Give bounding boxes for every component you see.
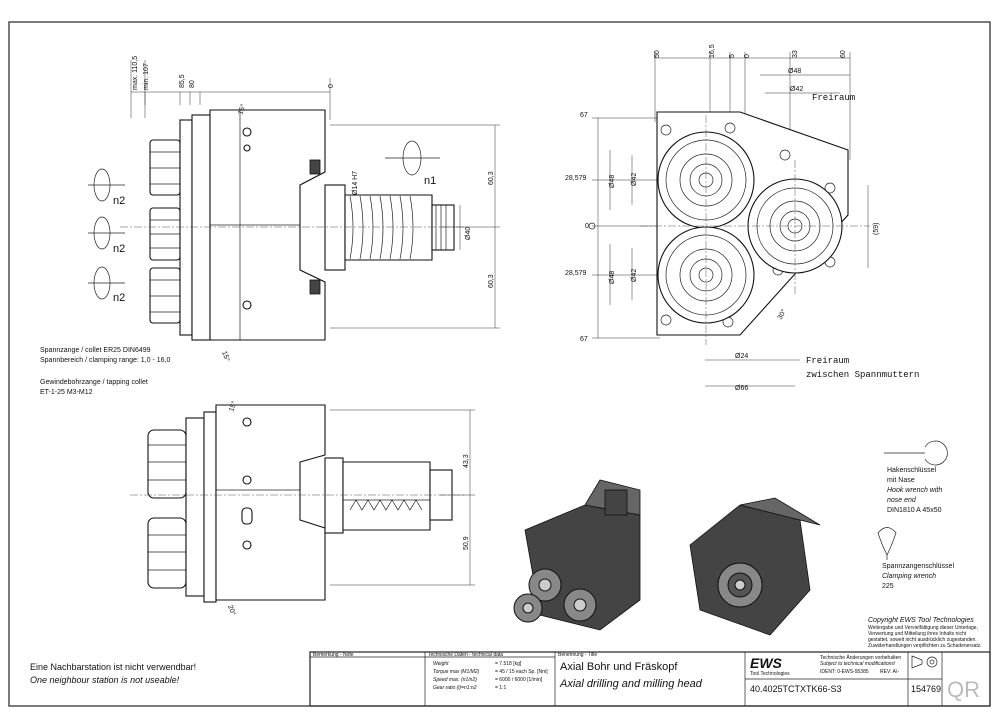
tapping-line-1: Gewindebohrzange / tapping collet xyxy=(40,379,148,386)
qr-mark: QR xyxy=(947,677,980,702)
dim-509: 50,9 xyxy=(463,536,470,550)
torque-key: Torque max (M1/M2) xyxy=(433,669,480,675)
dim-603-a: 60,3 xyxy=(488,171,495,185)
front-dim-d66: Ø66 xyxy=(735,385,748,392)
title-de: Axial Bohr und Fräskopf xyxy=(560,661,678,673)
clamping-wrench-icon xyxy=(877,527,897,560)
copyright-title: Copyright EWS Tool Technologies xyxy=(868,617,974,624)
front-dim-d42-b: Ø42 xyxy=(631,269,638,282)
render-front-3d xyxy=(513,479,641,631)
angle-15-view2: 15° xyxy=(227,400,238,413)
front-dim-33: 33 xyxy=(792,50,799,58)
dim-h7: Ø14 H7 xyxy=(352,171,359,195)
dim-0: 0 xyxy=(328,84,335,88)
front-dim-0-left: 0 xyxy=(585,223,589,230)
dim-min: min. 107 xyxy=(143,63,150,90)
title-en: Axial drilling and milling head xyxy=(559,678,703,690)
angle-20-view2: 20° xyxy=(226,604,237,617)
bottom-view: 43,3 50,9 15° 20° xyxy=(130,400,475,617)
front-dim-67-a: 67 xyxy=(580,112,588,119)
front-dim-59: (59) xyxy=(873,223,880,235)
front-freiraum-top: Freiraum xyxy=(812,93,855,103)
copyright-line-4: Zuwiderhandlungen verpflichten zu Schade… xyxy=(868,643,982,649)
label-n2-a: n2 xyxy=(113,195,125,207)
freiraum-line-1: Freiraum xyxy=(806,356,849,366)
changes-de: Technische Änderungen vorbehalten xyxy=(820,654,901,661)
front-angle-30: 30° xyxy=(776,308,788,321)
weight-value: = 7.518 [kg] xyxy=(495,661,522,667)
projection-symbol-icon xyxy=(911,655,938,669)
angle-15-top: 15° xyxy=(236,103,247,116)
front-dim-28-b: 28,579 xyxy=(565,270,587,277)
front-dim-d42-top: Ø42 xyxy=(790,86,803,93)
revision: REV: A/- xyxy=(880,669,899,675)
copyright-line-3: gestattet, soweit nicht ausdrücklich zug… xyxy=(868,637,977,643)
gear-value: = 1:1 xyxy=(495,685,506,691)
dim-433: 43,3 xyxy=(463,454,470,468)
speed-value: = 6000 / 6000 [1/min] xyxy=(495,677,543,683)
front-view: 50 16,5 5 0 33 60 Ø48 Ø42 Freiraum 67 28… xyxy=(565,44,919,392)
label-n2-c: n2 xyxy=(113,292,125,304)
dim-d40: Ø40 xyxy=(465,227,472,240)
ident: IDENT: 0-EWS-95385 xyxy=(820,669,869,675)
torque-value: = 45 / 15 each Sp. [Nm] xyxy=(495,669,548,675)
remark-header: Bemerkung - Note xyxy=(313,652,354,658)
front-dim-50: 50 xyxy=(654,50,661,58)
front-dim-5: 5 xyxy=(729,54,736,58)
label-n1: n1 xyxy=(424,175,436,187)
freiraum-line-2: zwischen Spannmuttern xyxy=(806,370,919,380)
copyright-line-2: Verwertung und Mitteilung ihres Inhalts … xyxy=(868,631,967,637)
label-n2-b: n2 xyxy=(113,243,125,255)
front-dim-165: 16,5 xyxy=(709,44,716,58)
render-rear-3d xyxy=(689,497,821,636)
hook-de-2: mit Nase xyxy=(887,477,915,484)
tapping-line-2: ET-1-25 M3-M12 xyxy=(40,389,93,396)
dim-80: 80 xyxy=(189,80,196,88)
collet-line-2: Spannbereich / clamping range: 1,0 - 16,… xyxy=(40,357,170,364)
hook-wrench-icon xyxy=(884,440,948,466)
warning-de: Eine Nachbarstation ist nicht verwendbar… xyxy=(30,662,196,672)
weight-key: Weight xyxy=(433,661,449,667)
speed-key: Speed max. (n1/n2) xyxy=(433,677,477,683)
gear-key: Gear ratio (i)=n1:n2 xyxy=(433,685,477,691)
front-dim-d48-top: Ø48 xyxy=(788,68,801,75)
front-dim-d42-a: Ø42 xyxy=(631,173,638,186)
front-dim-d24: Ø24 xyxy=(735,353,748,360)
clamp-de: Spannzangenschlüssel xyxy=(882,563,954,570)
hook-en-1: Hook wrench with xyxy=(887,487,942,494)
front-dim-28-a: 28,579 xyxy=(565,175,587,182)
title-block xyxy=(309,651,991,707)
drawing-number: 154769 xyxy=(911,684,941,694)
front-dim-d48-b: Ø48 xyxy=(609,271,616,284)
front-dim-d48-a: Ø48 xyxy=(609,175,616,188)
warning-en: One neighbour station is not useable! xyxy=(30,675,180,685)
angle-15-bottom: 15° xyxy=(220,350,231,363)
spindle-top xyxy=(657,131,755,229)
dim-85: 85,5 xyxy=(179,74,186,88)
tech-header: Technische Daten - technical data xyxy=(428,652,503,658)
front-dim-0: 0 xyxy=(744,54,751,58)
part-number: 40.4025TCTXTK66-S3 xyxy=(750,684,842,694)
collet-line-1: Spannzange / collet ER25 DIN6499 xyxy=(40,347,151,354)
side-view: max. 110,5 min. 107 85,5 80 0 n2 n2 n2 xyxy=(88,56,500,363)
hook-de-1: Hakenschlüssel xyxy=(887,467,936,474)
desc-header: Benennung - Title xyxy=(558,652,597,658)
copyright-line-1: Weitergabe und Vervielfältigung dieser U… xyxy=(868,625,978,631)
clamp-en: Clamping wrench xyxy=(882,573,936,580)
hook-en-2: nose end xyxy=(887,497,917,504)
changes-en: Subject to technical modifications! xyxy=(820,661,896,667)
dim-603-b: 60,3 xyxy=(488,274,495,288)
hook-din: DIN1810 A 45x50 xyxy=(887,507,942,514)
front-dim-67-b: 67 xyxy=(580,336,588,343)
dim-max: max. 110,5 xyxy=(132,56,139,90)
logo-sub: Tool Technologies xyxy=(750,671,790,677)
front-dim-60: 60 xyxy=(840,50,847,58)
clamp-no: 225 xyxy=(882,583,894,590)
logo-mark: EWS xyxy=(750,655,783,671)
